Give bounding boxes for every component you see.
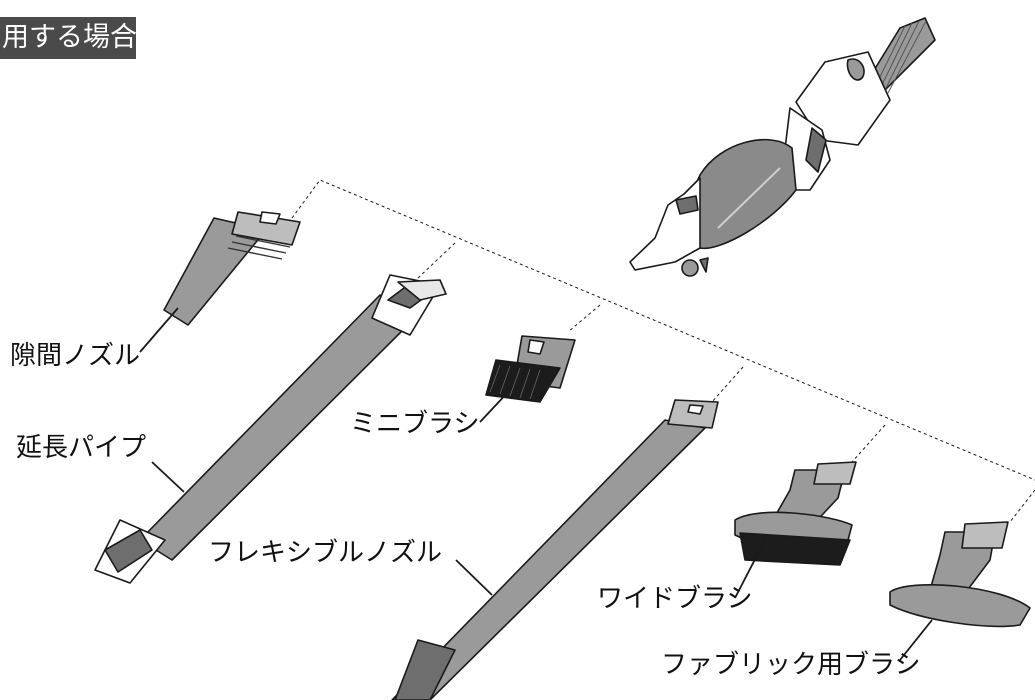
section-heading: 用する場合 <box>0 17 136 59</box>
flexible-nozzle <box>391 399 719 700</box>
assembly-guide-lines <box>291 179 1035 523</box>
label-wide-brush: ワイドブラシ <box>597 584 753 614</box>
mini-brush <box>485 335 576 403</box>
label-flexible-nozzle: フレキシブルノズル <box>208 538 443 568</box>
wide-brush <box>734 461 857 566</box>
label-crevice-nozzle: 隙間ノズル <box>10 341 141 371</box>
label-extension-pipe: 延長パイプ <box>16 433 147 463</box>
label-mini-brush: ミニブラシ <box>350 409 480 439</box>
label-fabric-brush: ファブリック用ブラシ <box>661 650 921 680</box>
crevice-nozzle <box>163 211 301 326</box>
callout-lines <box>139 307 933 661</box>
fabric-brush <box>889 521 1031 628</box>
extension-pipe <box>94 274 447 584</box>
handheld-vacuum-body <box>629 17 936 277</box>
